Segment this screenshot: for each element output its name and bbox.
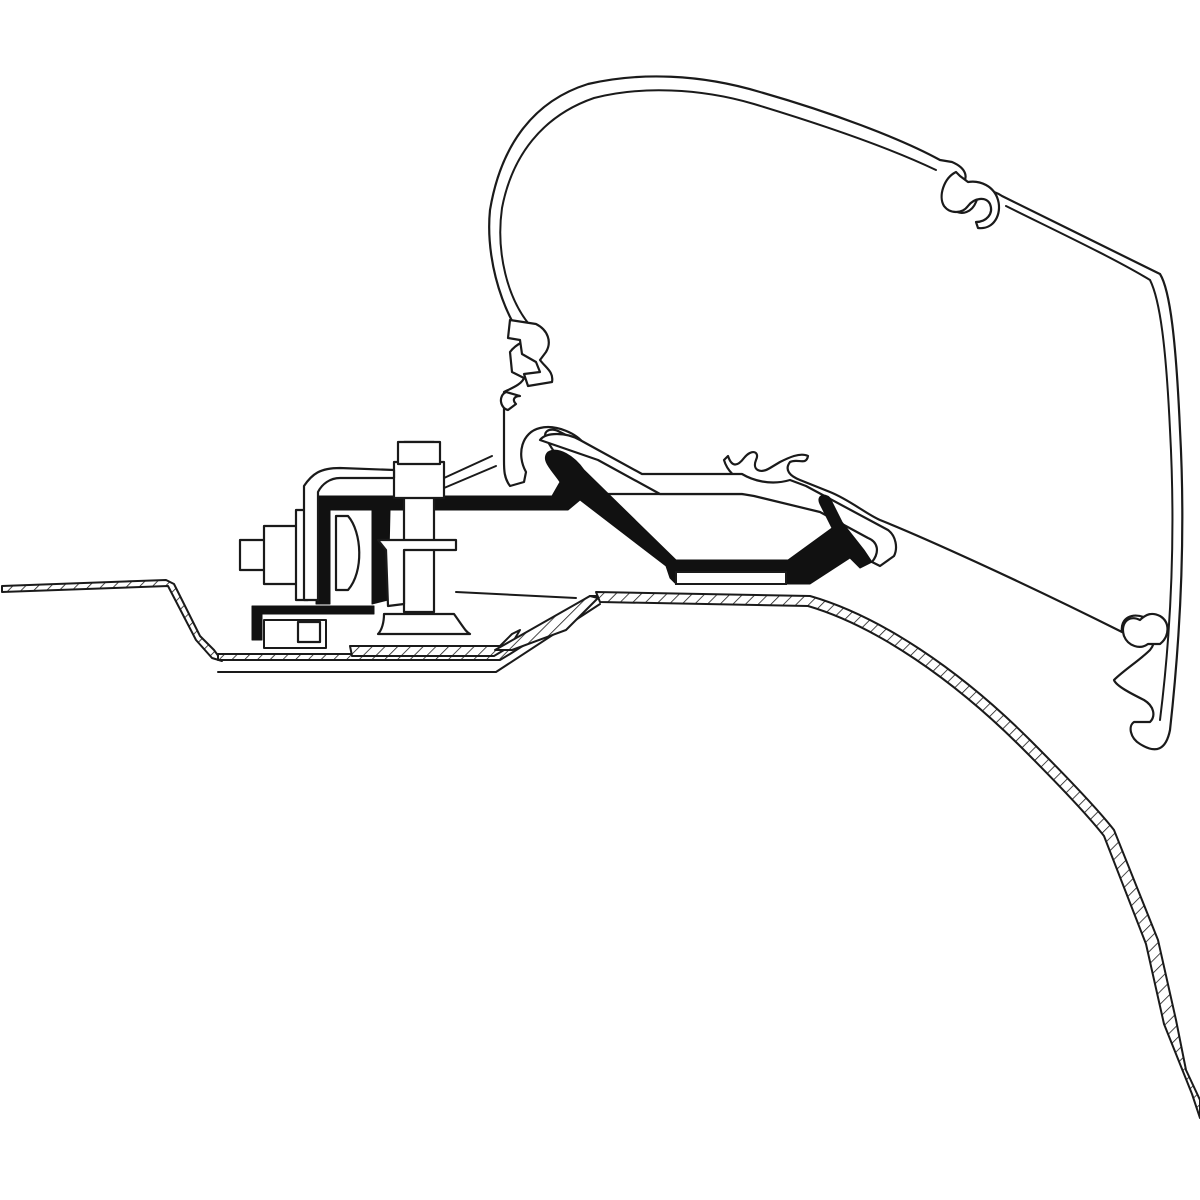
awning-housing xyxy=(488,75,1184,751)
housing-top-hook xyxy=(940,170,1001,230)
awning-housing-outer xyxy=(488,75,1184,751)
side-bolt-nut xyxy=(262,524,302,586)
housing-small-hook xyxy=(499,390,522,412)
awning-rail-adapter xyxy=(538,432,898,568)
clamp-small-nut xyxy=(296,620,322,644)
clamp-block xyxy=(263,619,327,649)
clamp-plate xyxy=(376,538,458,608)
dome-washer xyxy=(334,514,361,592)
clamp-foot xyxy=(376,612,472,636)
housing-left-clip xyxy=(506,318,554,388)
mount-pad xyxy=(349,629,521,657)
mounting-bracket xyxy=(251,449,873,641)
bolt-top-nut xyxy=(396,440,442,466)
roof-skin-left xyxy=(1,579,223,662)
brace-strut xyxy=(443,455,497,489)
bolt-head xyxy=(392,460,446,500)
clamp-bolt xyxy=(238,440,577,649)
roof-wedge xyxy=(494,595,599,651)
angled-brace xyxy=(302,466,396,602)
awning-housing-inner xyxy=(499,89,1174,721)
bracket-main xyxy=(315,449,873,605)
adapter-rail xyxy=(538,432,898,568)
vehicle-roof-panel xyxy=(1,579,1200,1119)
housing-lower-hook xyxy=(1121,612,1169,648)
side-wall xyxy=(595,591,1200,1119)
bracket-foot-pad xyxy=(675,571,787,585)
bracket-lower-lip xyxy=(251,605,375,641)
clamp-rod xyxy=(455,591,577,599)
